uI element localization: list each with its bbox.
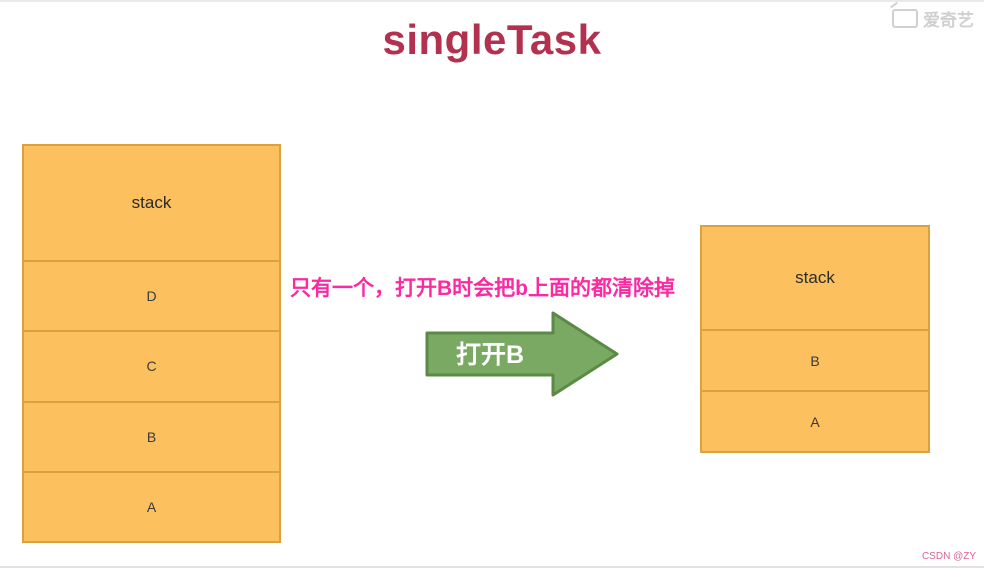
arrow-svg: 打开B [425,311,619,397]
left-stack-cell-a: A [146,498,157,515]
open-b-arrow: 打开B [424,308,622,400]
left-stack-header: stack [24,146,279,262]
watermark-text: 爱奇艺 [923,11,974,30]
page-title: singleTask [382,16,602,63]
credit-text: CSDN @ZY [921,551,976,562]
right-stack-cell-b: B [702,331,928,392]
annotation-text: 只有一个，打开B时会把b上面的都清除掉 [290,277,675,300]
left-task-stack: stack D C B A [22,144,281,543]
tv-logo-icon [892,9,918,28]
left-stack-cell-c: C [24,332,279,403]
arrow-label: 打开B [456,341,524,369]
right-task-stack: stack B A [700,225,930,453]
watermark-logo: 爱奇艺 [892,6,974,31]
right-stack-cell-a: A [810,413,820,430]
right-stack-header: stack [702,227,928,331]
left-stack-cell-d: D [24,262,279,333]
left-stack-cell-b: B [24,403,279,473]
arrow-shape [425,311,619,397]
